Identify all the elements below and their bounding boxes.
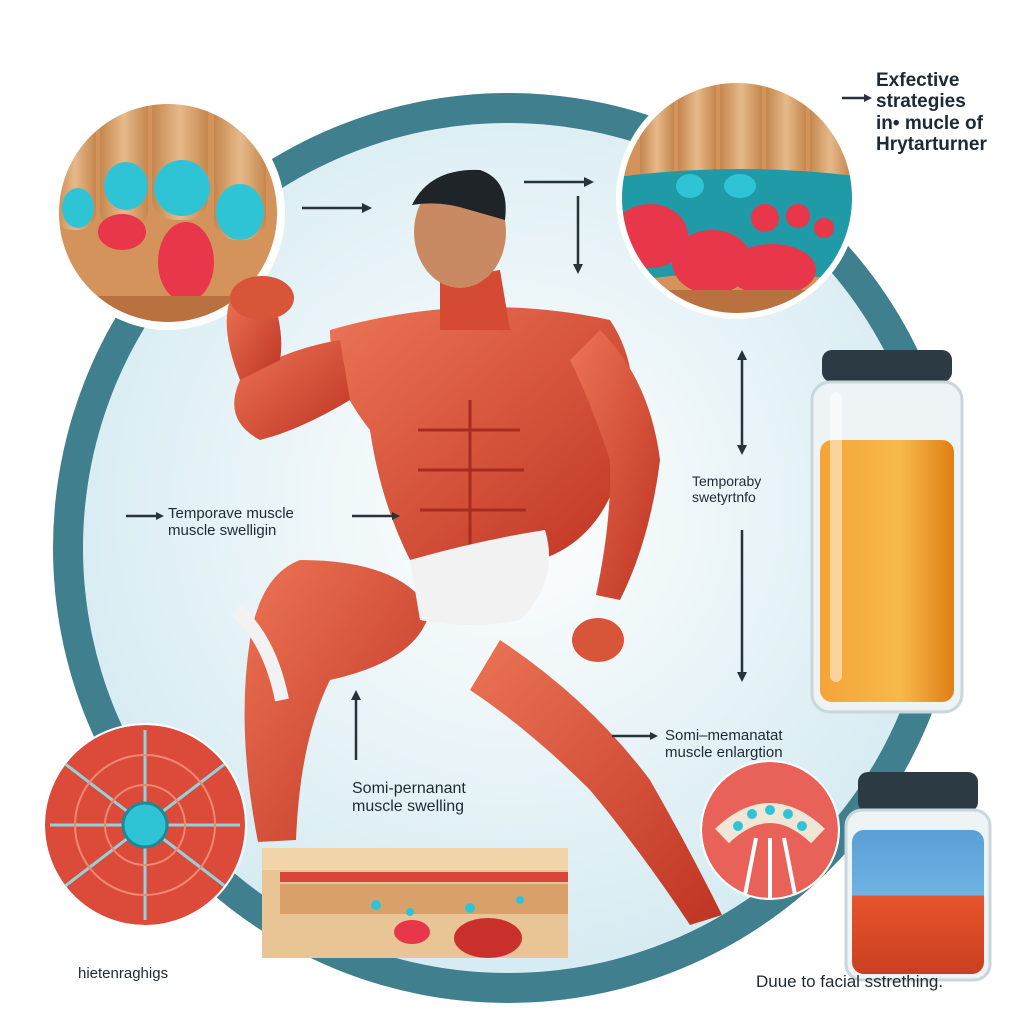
label-line: Temporaby xyxy=(692,473,762,489)
diagram-title: Exfective strategies in• mucle of Hrytar… xyxy=(876,70,987,155)
label-semi-permanent-enlargement: Somi–memanatat muscle enlargtion xyxy=(665,727,783,762)
title-line-1: Exfective xyxy=(876,70,960,91)
label-temporary-swelling-left: Temporave muscle muscle swelligin xyxy=(168,505,294,540)
label-line: muscle enlargtion xyxy=(665,743,783,761)
label-bottom-left: hietenraghigs xyxy=(78,965,169,982)
label-line: Temporave muscle xyxy=(168,505,294,522)
magnified-view-top-left xyxy=(51,96,285,330)
title-line-3: in• mucle of xyxy=(876,112,983,134)
flow-arrow-icon xyxy=(126,94,872,760)
label-temporary-right: Temporaby swetyrtnfo xyxy=(692,473,762,505)
label-line: muscle swelling xyxy=(352,797,465,815)
label-line: Somi-pernanant xyxy=(352,780,466,797)
muscle-cell-icon xyxy=(43,723,247,927)
label-bottom-right: Duue to facial sstrething. xyxy=(756,972,944,991)
label-semi-permanent-swelling: Somi-pernanant muscle swelling xyxy=(352,780,466,816)
muscle-section-small xyxy=(700,760,840,900)
jar-icon xyxy=(844,772,992,982)
vial-icon xyxy=(810,350,964,714)
title-line-2: strategies xyxy=(876,91,966,113)
muscular-figure xyxy=(226,169,722,925)
title-line-4: Hrytarturner xyxy=(876,133,987,155)
label-line: swetyrtnfo xyxy=(692,488,756,505)
label-line: Somi–memanatat xyxy=(665,727,783,744)
label-line: muscle swelligin xyxy=(168,521,277,539)
skin-layer-block xyxy=(262,848,568,958)
